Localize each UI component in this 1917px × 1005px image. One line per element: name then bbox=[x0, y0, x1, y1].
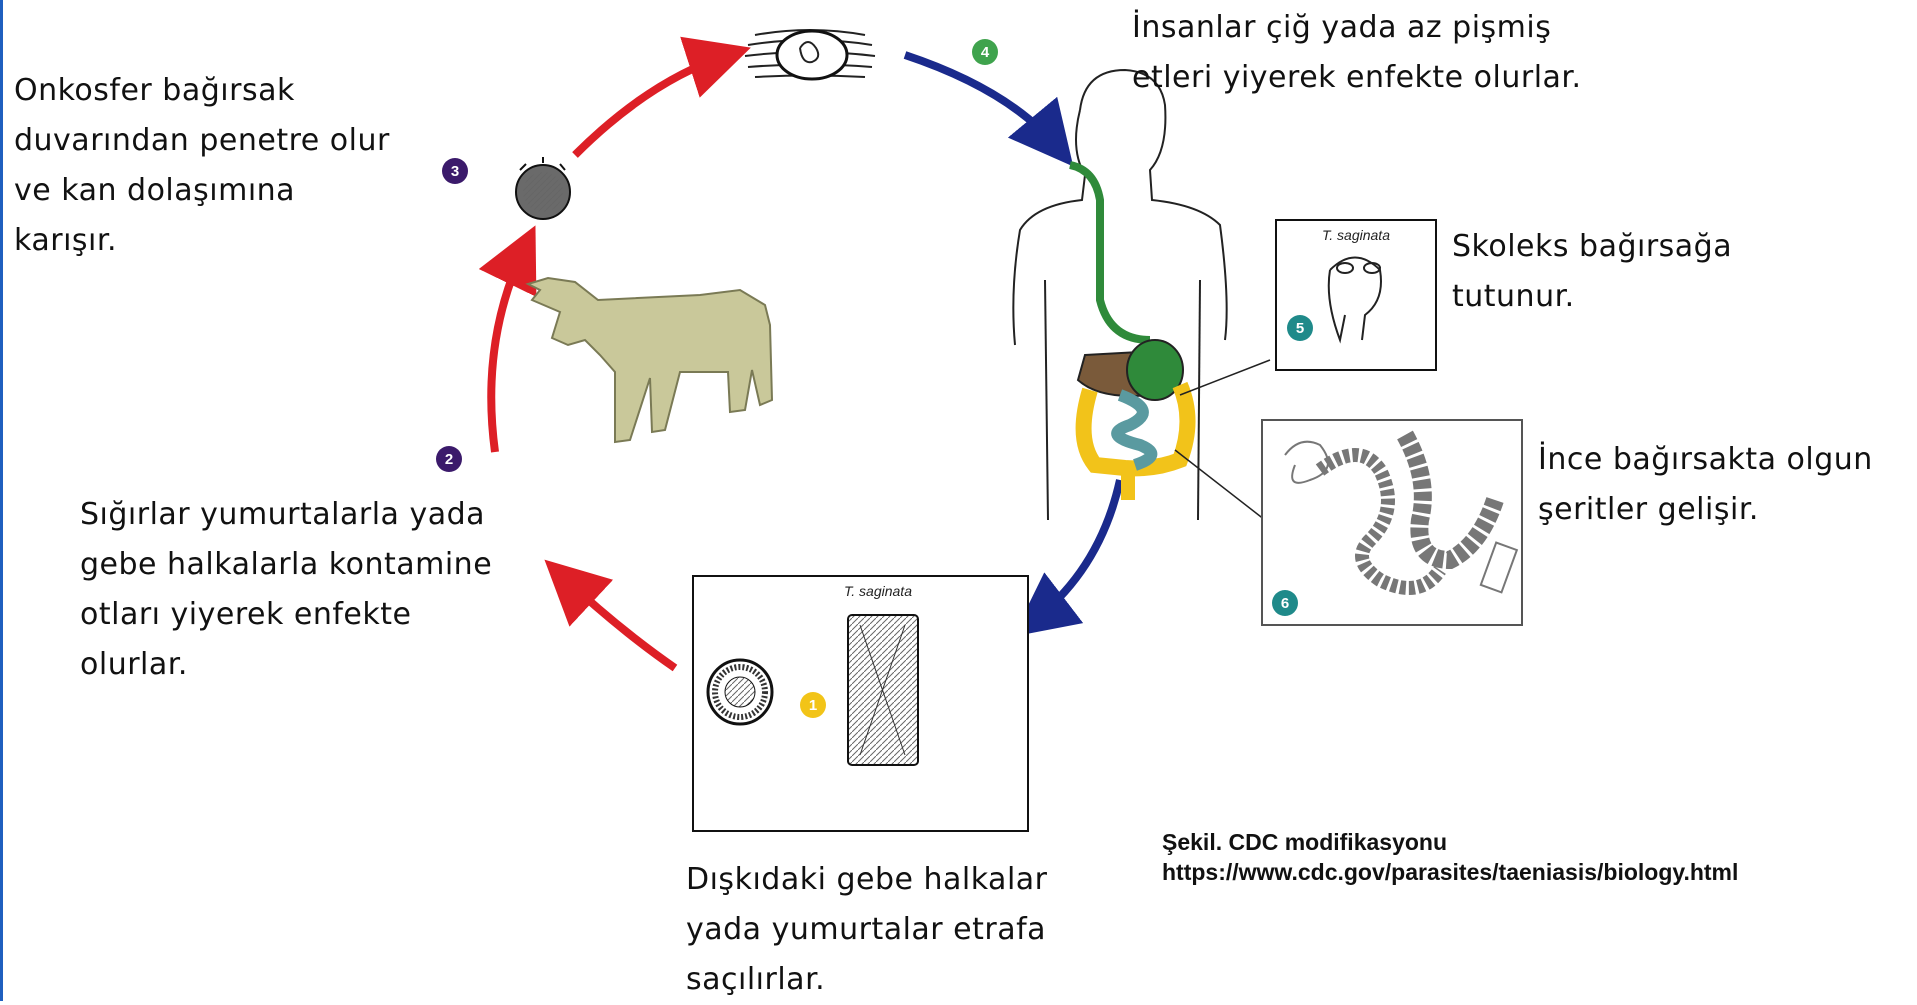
digestive-system-icon bbox=[1070, 165, 1270, 520]
step-6-line: şeritler gelişir. bbox=[1538, 485, 1873, 535]
step-6-caption: İnce bağırsakta olgun şeritler gelişir. bbox=[1538, 435, 1873, 535]
step-6-line: İnce bağırsakta olgun bbox=[1538, 435, 1873, 485]
credit-url[interactable]: https://www.cdc.gov/parasites/taeniasis/… bbox=[1162, 857, 1738, 887]
step-2-line: otları yiyerek enfekte bbox=[80, 590, 492, 640]
badge-6-number: 6 bbox=[1281, 595, 1289, 612]
step-5-caption: Skoleks bağırsağa tutunur. bbox=[1452, 222, 1732, 322]
badge-5-number: 5 bbox=[1296, 320, 1304, 337]
oncosphere-icon bbox=[516, 157, 570, 219]
taenia-egg-icon bbox=[708, 660, 772, 724]
box-1-species-label: T. saginata bbox=[844, 583, 912, 599]
badge-3-number: 3 bbox=[451, 163, 459, 180]
cysticercus-in-muscle-icon bbox=[745, 30, 875, 79]
arrow-2-to-3 bbox=[491, 247, 525, 452]
cow-icon bbox=[528, 278, 772, 442]
step-1-line: saçılırlar. bbox=[686, 955, 1048, 1005]
step-4-line: İnsanlar çiğ yada az pişmiş bbox=[1132, 3, 1582, 53]
badge-4-number: 4 bbox=[981, 44, 990, 61]
badge-2-number: 2 bbox=[445, 451, 453, 468]
step-3-line: Onkosfer bağırsak bbox=[14, 66, 390, 116]
step-2-line: olurlar. bbox=[80, 640, 492, 690]
badge-1-number: 1 bbox=[809, 697, 817, 714]
step-4-line: etleri yiyerek enfekte olurlar. bbox=[1132, 53, 1582, 103]
step-5-line: tutunur. bbox=[1452, 272, 1732, 322]
step-3-line: karışır. bbox=[14, 216, 390, 266]
credit-title: Şekil. CDC modifikasyonu bbox=[1162, 827, 1738, 857]
step-1-caption: Dışkıdaki gebe halkalar yada yumurtalar … bbox=[686, 855, 1048, 1005]
box-5-species-label: T. saginata bbox=[1322, 227, 1390, 243]
step-3-caption: Onkosfer bağırsak duvarından penetre olu… bbox=[14, 66, 390, 266]
step-2-line: Sığırlar yumurtalarla yada bbox=[80, 490, 492, 540]
step-1-line: Dışkıdaki gebe halkalar bbox=[686, 855, 1048, 905]
step-4-caption: İnsanlar çiğ yada az pişmiş etleri yiyer… bbox=[1132, 3, 1582, 103]
gravid-proglottid-icon bbox=[848, 615, 918, 765]
arrow-4-to-human bbox=[905, 55, 1058, 148]
figure-credit: Şekil. CDC modifikasyonu https://www.cdc… bbox=[1162, 827, 1738, 887]
step-5-line: Skoleks bağırsağa bbox=[1452, 222, 1732, 272]
arrow-1-to-2 bbox=[562, 576, 675, 668]
arrow-human-to-1 bbox=[1032, 480, 1120, 622]
step-1-line: yada yumurtalar etrafa bbox=[686, 905, 1048, 955]
step-2-caption: Sığırlar yumurtalarla yada gebe halkalar… bbox=[80, 490, 492, 690]
step-3-line: ve kan dolaşımına bbox=[14, 166, 390, 216]
step-3-line: duvarından penetre olur bbox=[14, 116, 390, 166]
step-2-line: gebe halkalarla kontamine bbox=[80, 540, 492, 590]
arrow-3-to-4 bbox=[575, 55, 728, 155]
